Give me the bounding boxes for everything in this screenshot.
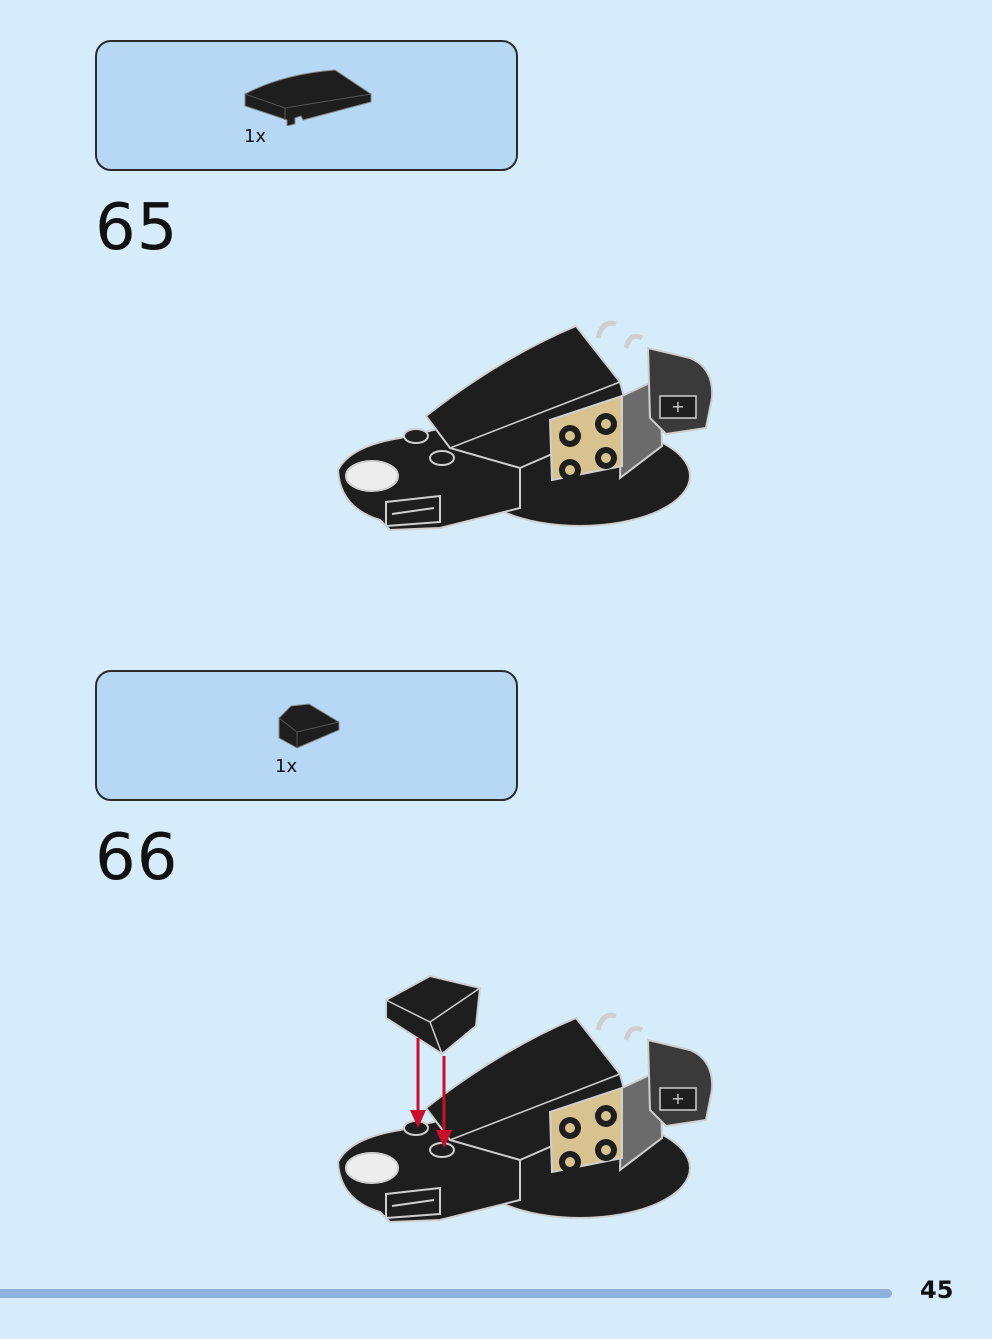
wedge-slope-brick-icon <box>385 974 482 1056</box>
svg-text:+: + <box>671 397 684 416</box>
svg-text:+: + <box>671 1089 684 1108</box>
step-66-parts-box: 1x <box>95 670 518 801</box>
curved-slope-brick-icon <box>244 69 372 126</box>
wedge-slope-brick-icon <box>278 703 340 749</box>
footer-progress-bar <box>0 1289 892 1298</box>
step-number: 65 <box>95 191 179 265</box>
step-65-parts-box: 1x <box>95 40 518 171</box>
step-number: 66 <box>95 821 179 895</box>
page-number: 45 <box>920 1276 954 1304</box>
part-quantity: 1x <box>275 756 298 777</box>
part-quantity: 1x <box>244 126 267 147</box>
step-66-model-illustration: + <box>336 974 714 1224</box>
step-65-model-illustration: + <box>336 320 714 532</box>
